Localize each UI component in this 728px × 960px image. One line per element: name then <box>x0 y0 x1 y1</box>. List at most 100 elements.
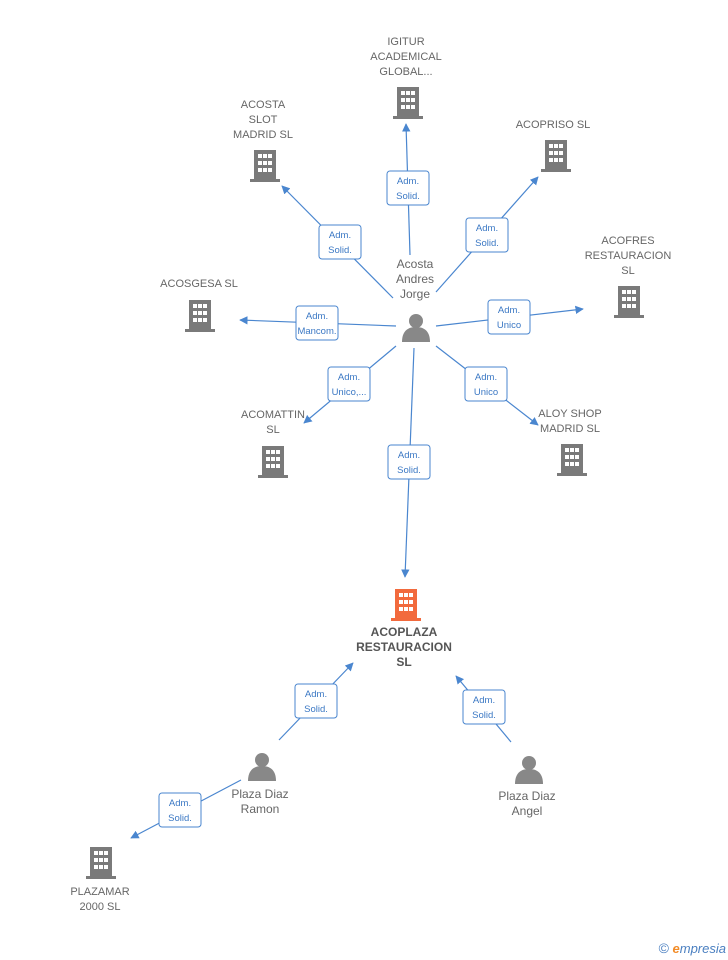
building-icon <box>185 300 215 332</box>
e-acomattin-label-text: Adm. <box>338 372 360 383</box>
company-label: ACOFRES <box>601 235 654 247</box>
person-icon <box>402 314 430 342</box>
company-label: SL <box>266 424 279 436</box>
e-acosta-slot-label[interactable]: Adm. Solid. <box>318 224 362 260</box>
building-icon <box>258 446 288 478</box>
company-label: PLAZAMAR <box>70 886 129 898</box>
e-acopriso-label[interactable]: Adm. Solid. <box>465 217 509 253</box>
e-acopriso-label-box <box>465 217 509 253</box>
e-acofres-label[interactable]: Adm. Unico <box>487 299 531 335</box>
e-acoplaza-angel-label-box <box>462 689 506 725</box>
company-label: SL <box>621 265 634 277</box>
company-label: ALOY SHOP <box>538 408 601 420</box>
e-plazamar-label-text: Solid. <box>168 813 192 824</box>
e-acoplaza-ramon-label-box <box>294 683 338 719</box>
e-acofres-label-box <box>487 299 531 335</box>
e-acosta-slot-label-text: Solid. <box>328 245 352 256</box>
company-label: GLOBAL... <box>379 66 432 78</box>
e-acofres-label-text: Unico <box>497 320 521 331</box>
e-acoplaza-jorge-label[interactable]: Adm. Solid. <box>387 444 431 480</box>
company-acomattin[interactable]: ACOMATTIN SL <box>241 409 305 478</box>
e-acoplaza-angel-label[interactable]: Adm. Solid. <box>462 689 506 725</box>
e-acoplaza-ramon-label-text: Adm. <box>305 689 327 700</box>
edge-labels-layer: Adm.Solid.Adm.Solid.Adm.Solid.Adm.UnicoA… <box>158 170 531 828</box>
building-icon <box>250 150 280 182</box>
e-aloy-label-box <box>464 366 508 402</box>
company-label: SLOT <box>249 114 278 126</box>
e-acoplaza-ramon-label[interactable]: Adm. Solid. <box>294 683 338 719</box>
brand-initial: e <box>672 941 680 956</box>
company-label: ACADEMICAL <box>370 51 442 63</box>
e-acosgesa-label-text: Adm. <box>306 311 328 322</box>
building-icon <box>614 286 644 318</box>
e-acomattin-label[interactable]: Adm. Unico,... <box>327 366 371 402</box>
e-acosgesa-label[interactable]: Adm. Mancom. <box>295 305 339 341</box>
person-icon <box>248 753 276 781</box>
e-acosgesa-label-text: Mancom. <box>297 326 336 337</box>
e-igitur-label-box <box>386 170 430 206</box>
building-icon <box>391 589 421 621</box>
building-icon <box>557 444 587 476</box>
e-acofres-label-text: Adm. <box>498 305 520 316</box>
e-aloy-label-text: Unico <box>474 387 498 398</box>
building-icon <box>86 847 116 879</box>
person-label: Jorge <box>400 287 430 301</box>
e-acomattin-label-box <box>327 366 371 402</box>
company-acofres[interactable]: ACOFRES RESTAURACION SL <box>585 235 672 318</box>
e-acoplaza-jorge-label-text: Solid. <box>397 465 421 476</box>
e-acosta-slot-label-text: Adm. <box>329 230 351 241</box>
company-label: ACOSGESA SL <box>160 278 238 290</box>
person-label: Plaza Diaz <box>231 787 288 801</box>
company-label: RESTAURACION <box>356 640 452 654</box>
company-label: MADRID SL <box>233 129 293 141</box>
e-acopriso-label-text: Solid. <box>475 238 499 249</box>
company-label: SL <box>396 655 411 669</box>
company-label: ACOSTA <box>241 99 286 111</box>
brand-name: mpresia <box>679 941 726 956</box>
person-label: Plaza Diaz <box>498 789 555 803</box>
footer-brand: © empresia <box>659 940 726 956</box>
company-label: ACOMATTIN <box>241 409 305 421</box>
e-acosgesa-label-box <box>295 305 339 341</box>
company-label: IGITUR <box>387 36 424 48</box>
e-acomattin-label-text: Unico,... <box>332 387 367 398</box>
person-icon <box>515 756 543 784</box>
e-acoplaza-ramon-label-text: Solid. <box>304 704 328 715</box>
person-label: Angel <box>512 804 543 818</box>
e-plazamar-label[interactable]: Adm. Solid. <box>158 792 202 828</box>
person-label: Ramon <box>241 802 280 816</box>
building-icon <box>393 87 423 119</box>
e-acopriso-label-text: Adm. <box>476 223 498 234</box>
e-acosta-slot-label-box <box>318 224 362 260</box>
company-plazamar[interactable]: PLAZAMAR 2000 SL <box>70 847 130 913</box>
company-label: 2000 SL <box>80 901 121 913</box>
person-label: Andres <box>396 272 434 286</box>
e-igitur-label-text: Adm. <box>397 176 419 187</box>
e-aloy-label[interactable]: Adm. Unico <box>464 366 508 402</box>
e-acoplaza-jorge-label-text: Adm. <box>398 450 420 461</box>
company-label: ACOPLAZA <box>371 625 438 639</box>
company-acopriso[interactable]: ACOPRISO SL <box>516 119 591 172</box>
e-igitur-label-text: Solid. <box>396 191 420 202</box>
company-acosta-slot[interactable]: ACOSTA SLOT MADRID SL <box>233 99 293 182</box>
e-aloy-label-text: Adm. <box>475 372 497 383</box>
nodes-layer: IGITUR ACADEMICAL GLOBAL... ACOSTA SLOT MADRI… <box>70 36 671 913</box>
e-acoplaza-angel-label-text: Solid. <box>472 710 496 721</box>
e-igitur-label[interactable]: Adm. Solid. <box>386 170 430 206</box>
building-icon <box>541 140 571 172</box>
e-acoplaza-jorge-label-box <box>387 444 431 480</box>
e-plazamar-label-box <box>158 792 202 828</box>
copyright-icon: © <box>658 940 669 956</box>
e-acoplaza-angel-label-text: Adm. <box>473 695 495 706</box>
company-igitur[interactable]: IGITUR ACADEMICAL GLOBAL... <box>370 36 442 119</box>
company-acosgesa[interactable]: ACOSGESA SL <box>160 278 238 332</box>
company-label: ACOPRISO SL <box>516 119 591 131</box>
e-plazamar-label-text: Adm. <box>169 798 191 809</box>
company-label: RESTAURACION <box>585 250 672 262</box>
